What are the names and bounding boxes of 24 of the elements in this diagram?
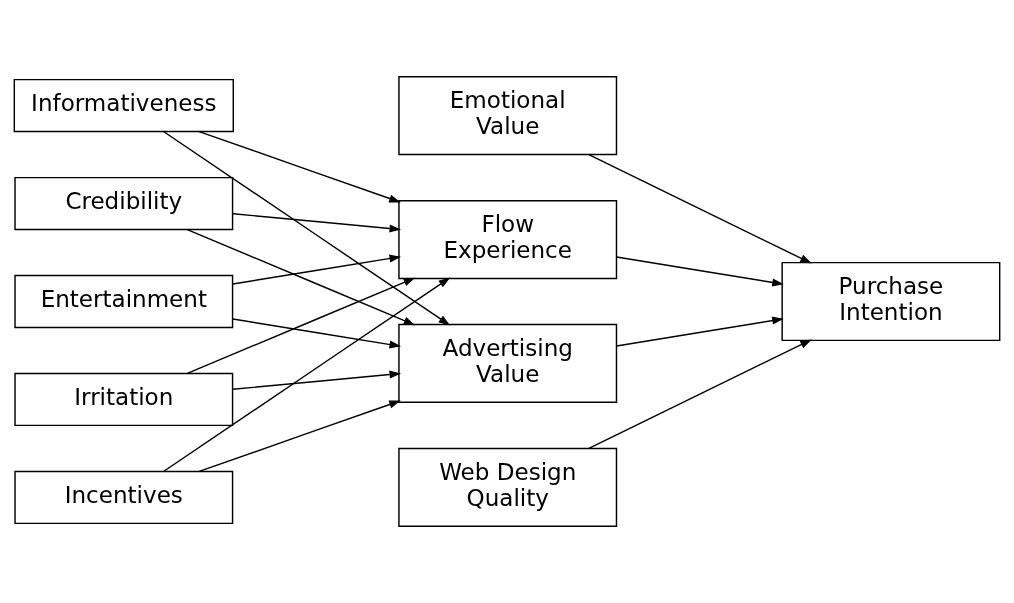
node-box: Advertising Value — [398, 323, 618, 404]
node-box: Credibility — [14, 176, 234, 231]
arrow — [186, 228, 416, 326]
arrow — [232, 370, 402, 390]
node-box: Incentives — [14, 470, 234, 525]
arrow — [232, 254, 402, 285]
node-box: Emotional Value — [398, 76, 618, 156]
node-box: Flow Experience — [398, 199, 618, 280]
node-box: Irritation — [14, 372, 234, 427]
arrow — [615, 316, 784, 347]
node-box: Web Design Quality — [398, 447, 618, 527]
arrow — [588, 339, 812, 450]
arrow — [163, 131, 451, 326]
arrow — [588, 153, 812, 264]
arrow — [232, 318, 402, 349]
node-box: Informativeness — [13, 78, 234, 133]
arrow — [198, 130, 401, 203]
node-box: Entertainment — [14, 274, 234, 329]
arrow — [198, 400, 401, 473]
node-box: Purchase Intention — [781, 261, 1001, 342]
arrow — [232, 213, 402, 233]
arrow — [615, 256, 784, 287]
arrow — [186, 277, 416, 375]
arrow — [163, 277, 451, 472]
